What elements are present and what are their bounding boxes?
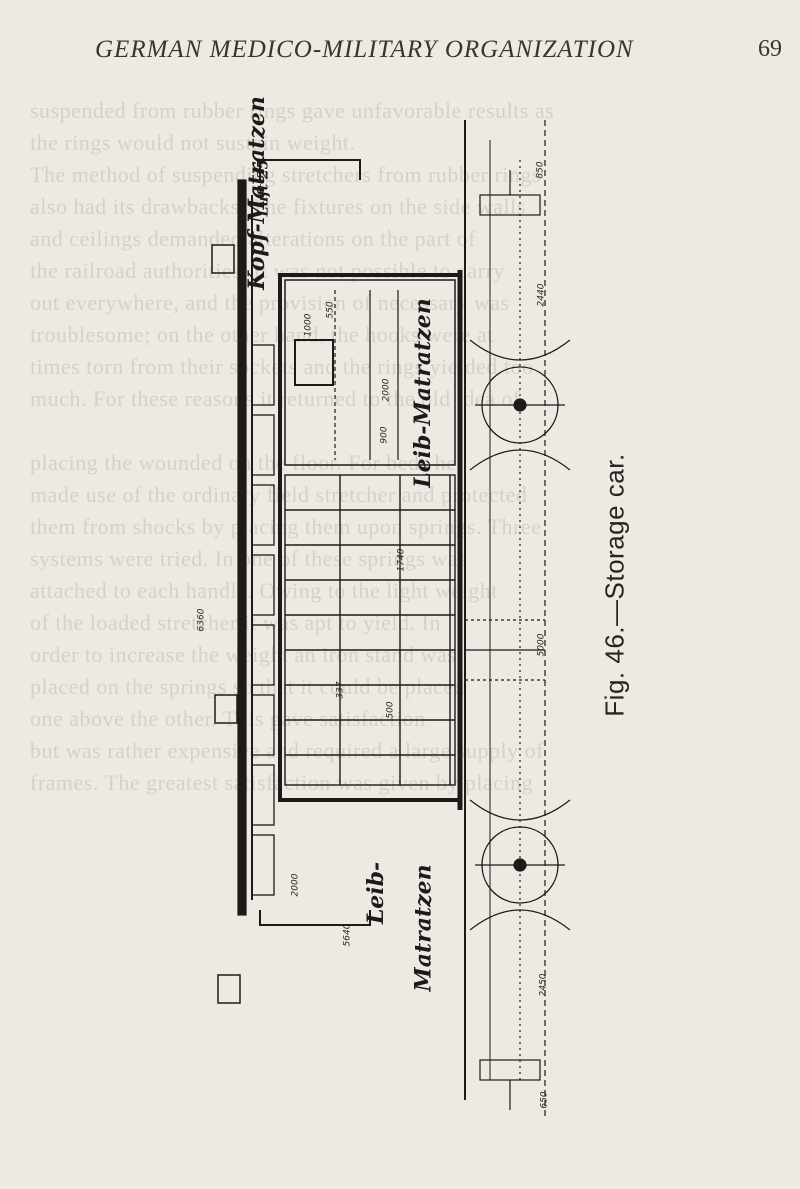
page-number: 69: [758, 36, 782, 62]
dim-label: 500: [385, 701, 396, 719]
label-top-compartment-sub: Luft 25: [255, 159, 272, 217]
dim-label: 6360: [196, 608, 207, 632]
dim-label: 1740: [396, 548, 407, 572]
dim-label: 2000: [290, 873, 301, 897]
dim-label: 1000: [303, 313, 314, 337]
storage-car-drawing: [211, 120, 571, 1120]
running-head: GERMAN MEDICO-MILITARY ORGANIZATION 69: [95, 36, 782, 66]
dim-label: 900: [379, 426, 390, 444]
label-middle-compartment: Leib-Matratzen: [409, 298, 436, 488]
dim-label: 550: [325, 301, 336, 319]
dim-label: 2000: [381, 378, 392, 402]
dim-label: 2440: [536, 283, 547, 307]
dim-label: 650: [539, 1091, 550, 1109]
dim-label: 337: [335, 681, 346, 699]
figure-caption-text: Fig. 46.—Storage car.: [599, 453, 630, 717]
bleed-through-text: suspended from rubber rings gave unfavor…: [30, 98, 555, 795]
label-bottom-compartment-line1: Leib-: [363, 861, 390, 925]
dim-label: 850: [535, 161, 546, 179]
figure-caption: Fig. 46.—Storage car.: [585, 450, 645, 720]
dim-label: 5000: [536, 633, 547, 657]
running-title: GERMAN MEDICO-MILITARY ORGANIZATION: [95, 36, 634, 63]
label-bottom-compartment-line2: Matratzen: [410, 864, 437, 992]
dim-label: 2450: [538, 973, 549, 997]
car-side-wall: [237, 179, 247, 916]
dim-label: 5640: [342, 923, 353, 947]
